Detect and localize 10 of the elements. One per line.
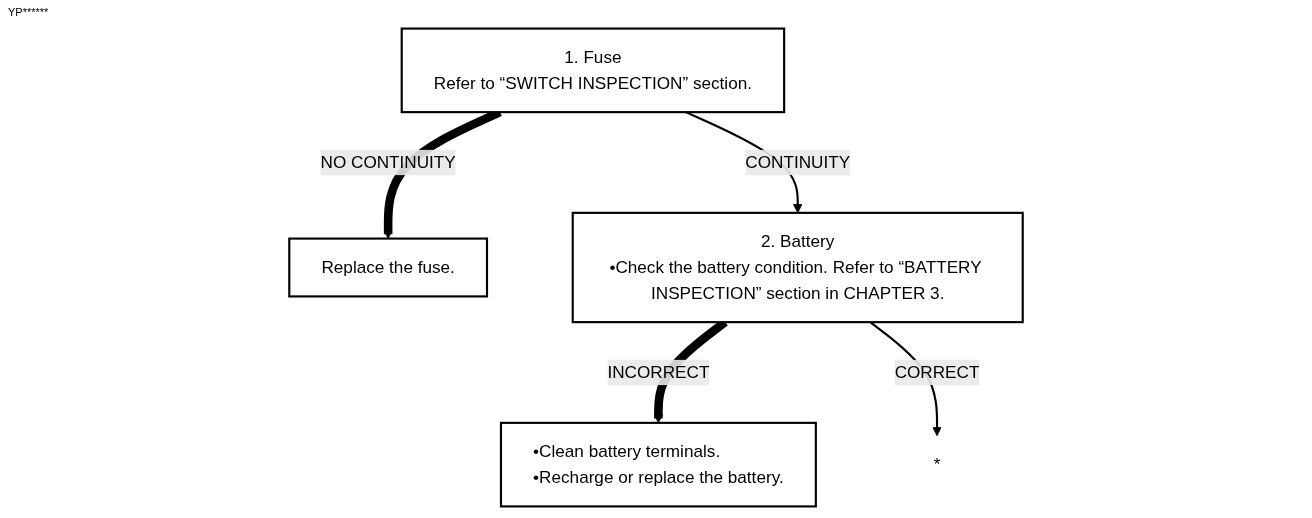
node-box: Replace the fuse. — [288, 237, 489, 298]
node-text: * — [933, 455, 941, 474]
node-box: 2. Battery •Check the battery condition. Refer to “BATTERY INSPECTION” section in CHAPTER 3. — [571, 211, 1024, 324]
edge-label: INCORRECT — [607, 362, 710, 382]
edge-label: CORRECT — [894, 362, 980, 382]
node-box: •Clean battery terminals. •Recharge or replace the battery. — [499, 421, 817, 508]
node-box: 1. Fuse Refer to “SWITCH INSPECTION” section. — [400, 27, 786, 114]
edge-label: NO CONTINUITY — [320, 152, 456, 172]
edge-label: CONTINUITY — [745, 152, 851, 172]
code-label: YP****** — [8, 6, 49, 18]
